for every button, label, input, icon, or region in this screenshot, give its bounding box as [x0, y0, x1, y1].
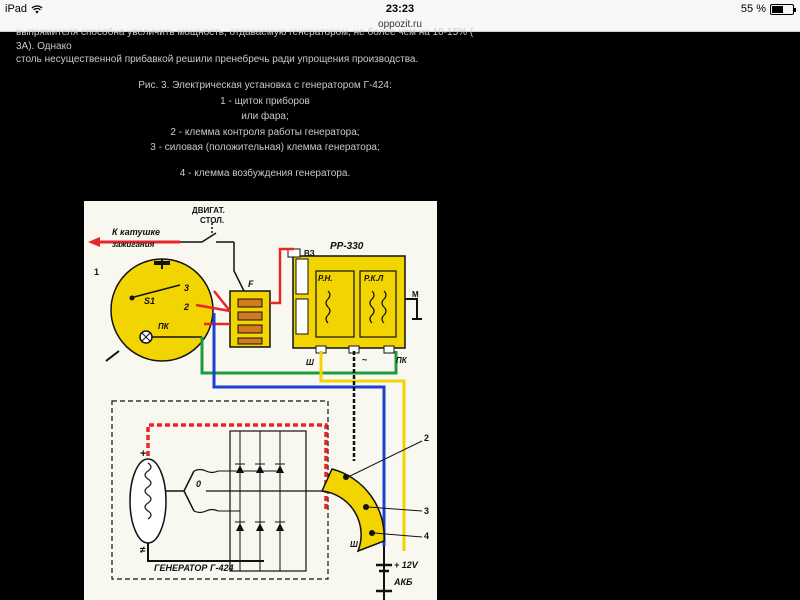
label-coil: К катушке: [112, 227, 160, 237]
lamp-cross: [141, 332, 151, 342]
label-zero: 0: [196, 479, 201, 489]
label-generator: ГЕНЕРАТОР Г-424: [154, 563, 233, 573]
label-vz: ВЗ: [304, 249, 315, 258]
fuse: [237, 311, 263, 321]
blue-wire: [212, 313, 386, 546]
regulator-box: [292, 255, 406, 349]
green-wire: [200, 337, 398, 375]
terminal-4-point: [369, 530, 375, 536]
diode-bridge: [229, 430, 307, 572]
url-domain[interactable]: oppozit.ru: [378, 19, 422, 30]
pk-terminal: [383, 345, 395, 354]
leader-2: [347, 440, 423, 478]
label-terminal-sh: Ш: [350, 540, 358, 549]
negative-bus: [147, 541, 264, 562]
wiring-diagram-figure[interactable]: К катушке зажигания ДВИГАТ. СТОЛ. F РР-3…: [84, 201, 437, 600]
figure-caption-line: 1 - щиток приборов: [220, 96, 310, 107]
terminal-3-point: [363, 504, 369, 510]
instrument-panel-shape: [110, 258, 214, 362]
resistor: [295, 258, 309, 295]
label-terminal-2: 2: [183, 302, 189, 312]
relay-rkl: [359, 270, 397, 338]
winding-coil: [193, 508, 219, 514]
label-ground: ≠: [140, 545, 146, 556]
s1-switch-blade: [133, 284, 181, 298]
label-ignition: зажигания: [112, 240, 155, 249]
label-rkl: Р.К.Л: [364, 274, 384, 283]
terminal-2-point: [343, 474, 349, 480]
label-terminal-3: 3: [184, 283, 189, 293]
wiring-diagram: К катушке зажигания ДВИГАТ. СТОЛ. F РР-3…: [88, 206, 429, 600]
article-text: 3А). Однако: [16, 41, 72, 52]
label-s1: S1: [144, 296, 155, 306]
ignition-switch-blade: [201, 232, 217, 243]
figure-caption-line: 2 - клемма контроля работы генератора;: [170, 127, 360, 138]
s1-pivot: [129, 295, 135, 301]
red-wire: [195, 303, 231, 313]
article-text-cut: выпрямителя способна увеличить мощность,…: [16, 27, 474, 38]
label-fuse: F: [248, 279, 254, 289]
resistor: [295, 298, 309, 335]
status-right: 55 %: [740, 3, 796, 15]
red-wire: [213, 290, 231, 312]
panel-top-terminal: [154, 261, 170, 265]
label-lamp: ПК: [158, 322, 170, 331]
ignition-to-fuse-wire: [233, 242, 245, 292]
label-panel-number: 1: [94, 267, 99, 277]
stator-winding: [129, 458, 167, 544]
page-content[interactable]: выпрямителя способна увеличить мощность,…: [0, 27, 800, 600]
figure-caption-line: 4 - клемма возбуждения генератора.: [179, 168, 351, 179]
clock: 23:23: [385, 3, 415, 15]
positive-bus: [146, 423, 328, 511]
battery-icon: [770, 3, 796, 15]
label-rn: Р.Н.: [318, 274, 333, 283]
terminal-block: [320, 468, 385, 553]
label-akb: АКБ: [393, 577, 413, 587]
yellow-wire: [319, 351, 406, 551]
relay-coil: [325, 290, 331, 324]
red-wire: [270, 247, 294, 305]
label-sh: Ш: [306, 358, 314, 367]
regulator-ground: [405, 298, 418, 319]
label-engine-1: ДВИГАТ.: [192, 206, 225, 215]
leader-3: [367, 506, 423, 512]
figure-caption-title: Рис. 3. Электрическая установка с генера…: [138, 80, 392, 91]
fuse: [237, 337, 263, 345]
fuse: [237, 298, 263, 308]
status-left: iPad: [5, 3, 43, 15]
relay-coil: [369, 290, 375, 324]
label-callout-4: 4: [424, 531, 429, 541]
leader-4: [373, 532, 423, 538]
label-tilde: ~: [362, 355, 367, 365]
star-winding: [166, 470, 195, 512]
fuse: [237, 324, 263, 334]
status-bar: iPad 23:23 55 %: [0, 0, 800, 20]
device-name: iPad: [5, 3, 28, 15]
battery-level: [772, 5, 783, 13]
label-pk: ПК: [396, 356, 408, 365]
figure-caption-line: 3 - силовая (положительная) клемма генер…: [150, 142, 380, 153]
article-text: столь несущественной прибавкой решили пр…: [16, 54, 419, 65]
winding-coil: [193, 468, 219, 474]
url-bar[interactable]: oppozit.ru: [0, 20, 800, 32]
figure-caption-line: или фара;: [241, 111, 289, 122]
label-plus: +: [140, 448, 146, 460]
relay-rn: [315, 270, 355, 338]
wifi-icon: [31, 4, 43, 13]
coil-arrow-head: [88, 237, 100, 247]
label-m: М: [412, 290, 419, 299]
relay-coil: [381, 290, 387, 324]
label-12v: + 12V: [394, 560, 419, 570]
battery-percent: 55 %: [740, 3, 766, 15]
label-regulator: РР-330: [330, 241, 364, 252]
label-callout-3: 3: [424, 506, 429, 516]
label-callout-2: 2: [424, 433, 429, 443]
label-engine-2: СТОЛ.: [200, 216, 224, 225]
stator-coil: [144, 462, 152, 520]
panel-ground-wire: [105, 350, 120, 362]
